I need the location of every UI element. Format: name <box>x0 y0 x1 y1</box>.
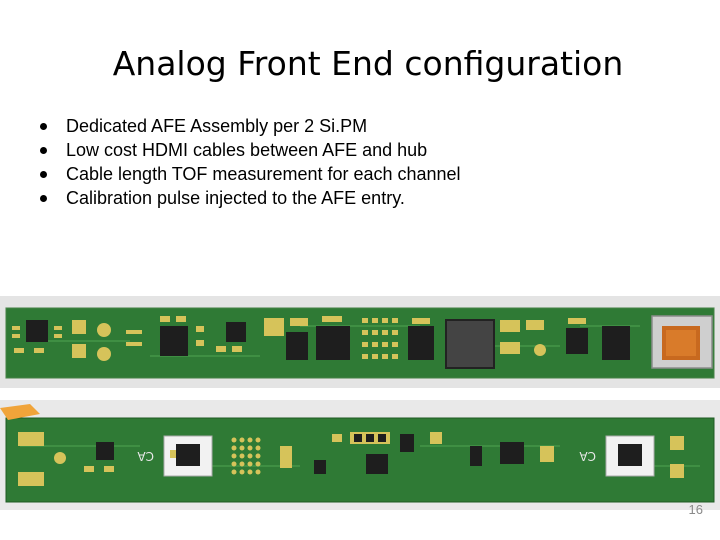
pcb-photo-area: CA CA <box>0 296 720 510</box>
bullet-item: Calibration pulse injected to the AFE en… <box>40 186 461 210</box>
bullet-item: Low cost HDMI cables between AFE and hub <box>40 138 461 162</box>
slide-title: Analog Front End configuration <box>112 44 624 83</box>
silkscreen-label: CA <box>137 449 154 463</box>
bullet-dot-icon <box>40 123 47 130</box>
bullet-dot-icon <box>40 147 47 154</box>
silkscreen-label: CA <box>579 449 596 463</box>
bullet-list: Dedicated AFE Assembly per 2 Si.PM Low c… <box>40 114 461 210</box>
bullet-item: Cable length TOF measurement for each ch… <box>40 162 461 186</box>
bullet-dot-icon <box>40 195 47 202</box>
page-number: 16 <box>688 502 703 517</box>
bullet-item: Dedicated AFE Assembly per 2 Si.PM <box>40 114 461 138</box>
bullet-dot-icon <box>40 171 47 178</box>
pcb-board-bottom: CA CA <box>0 404 715 503</box>
pcb-board-top <box>5 307 715 379</box>
